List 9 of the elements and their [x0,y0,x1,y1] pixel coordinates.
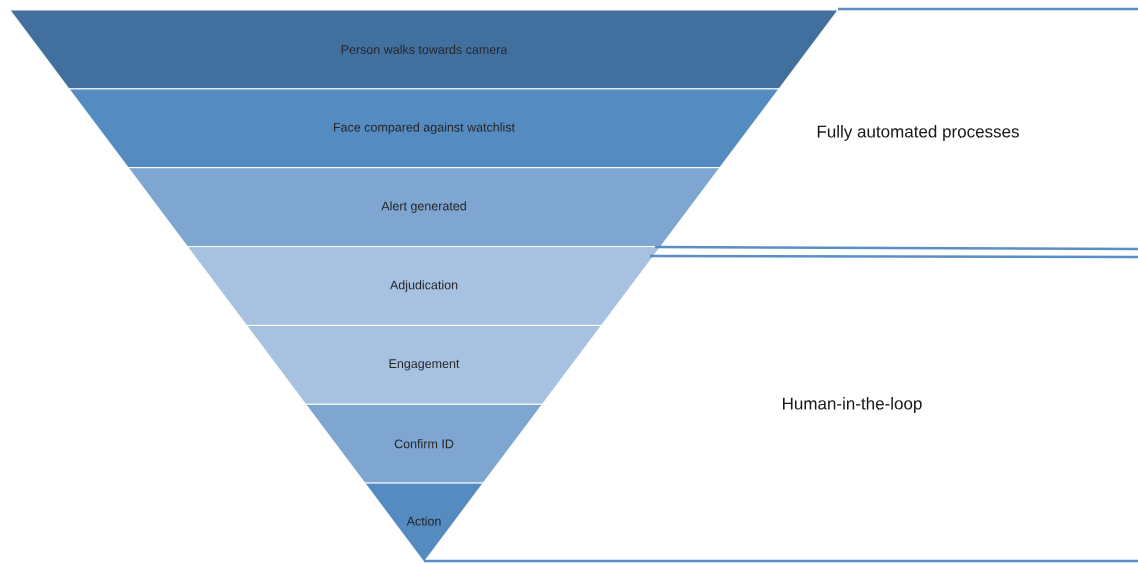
section-label: Human-in-the-loop [783,397,922,413]
funnel-band: Alert generated [127,167,721,248]
funnel-band: Adjudication [186,246,662,326]
funnel-band: Engagement [246,324,602,405]
funnel-band: Action [364,482,484,563]
section-label: Fully automated processes [817,125,1019,141]
funnel-band: Face compared against watchlist [68,88,780,169]
funnel-band: Person walks towards camera [9,9,839,90]
funnel-band: Confirm ID [305,403,543,484]
